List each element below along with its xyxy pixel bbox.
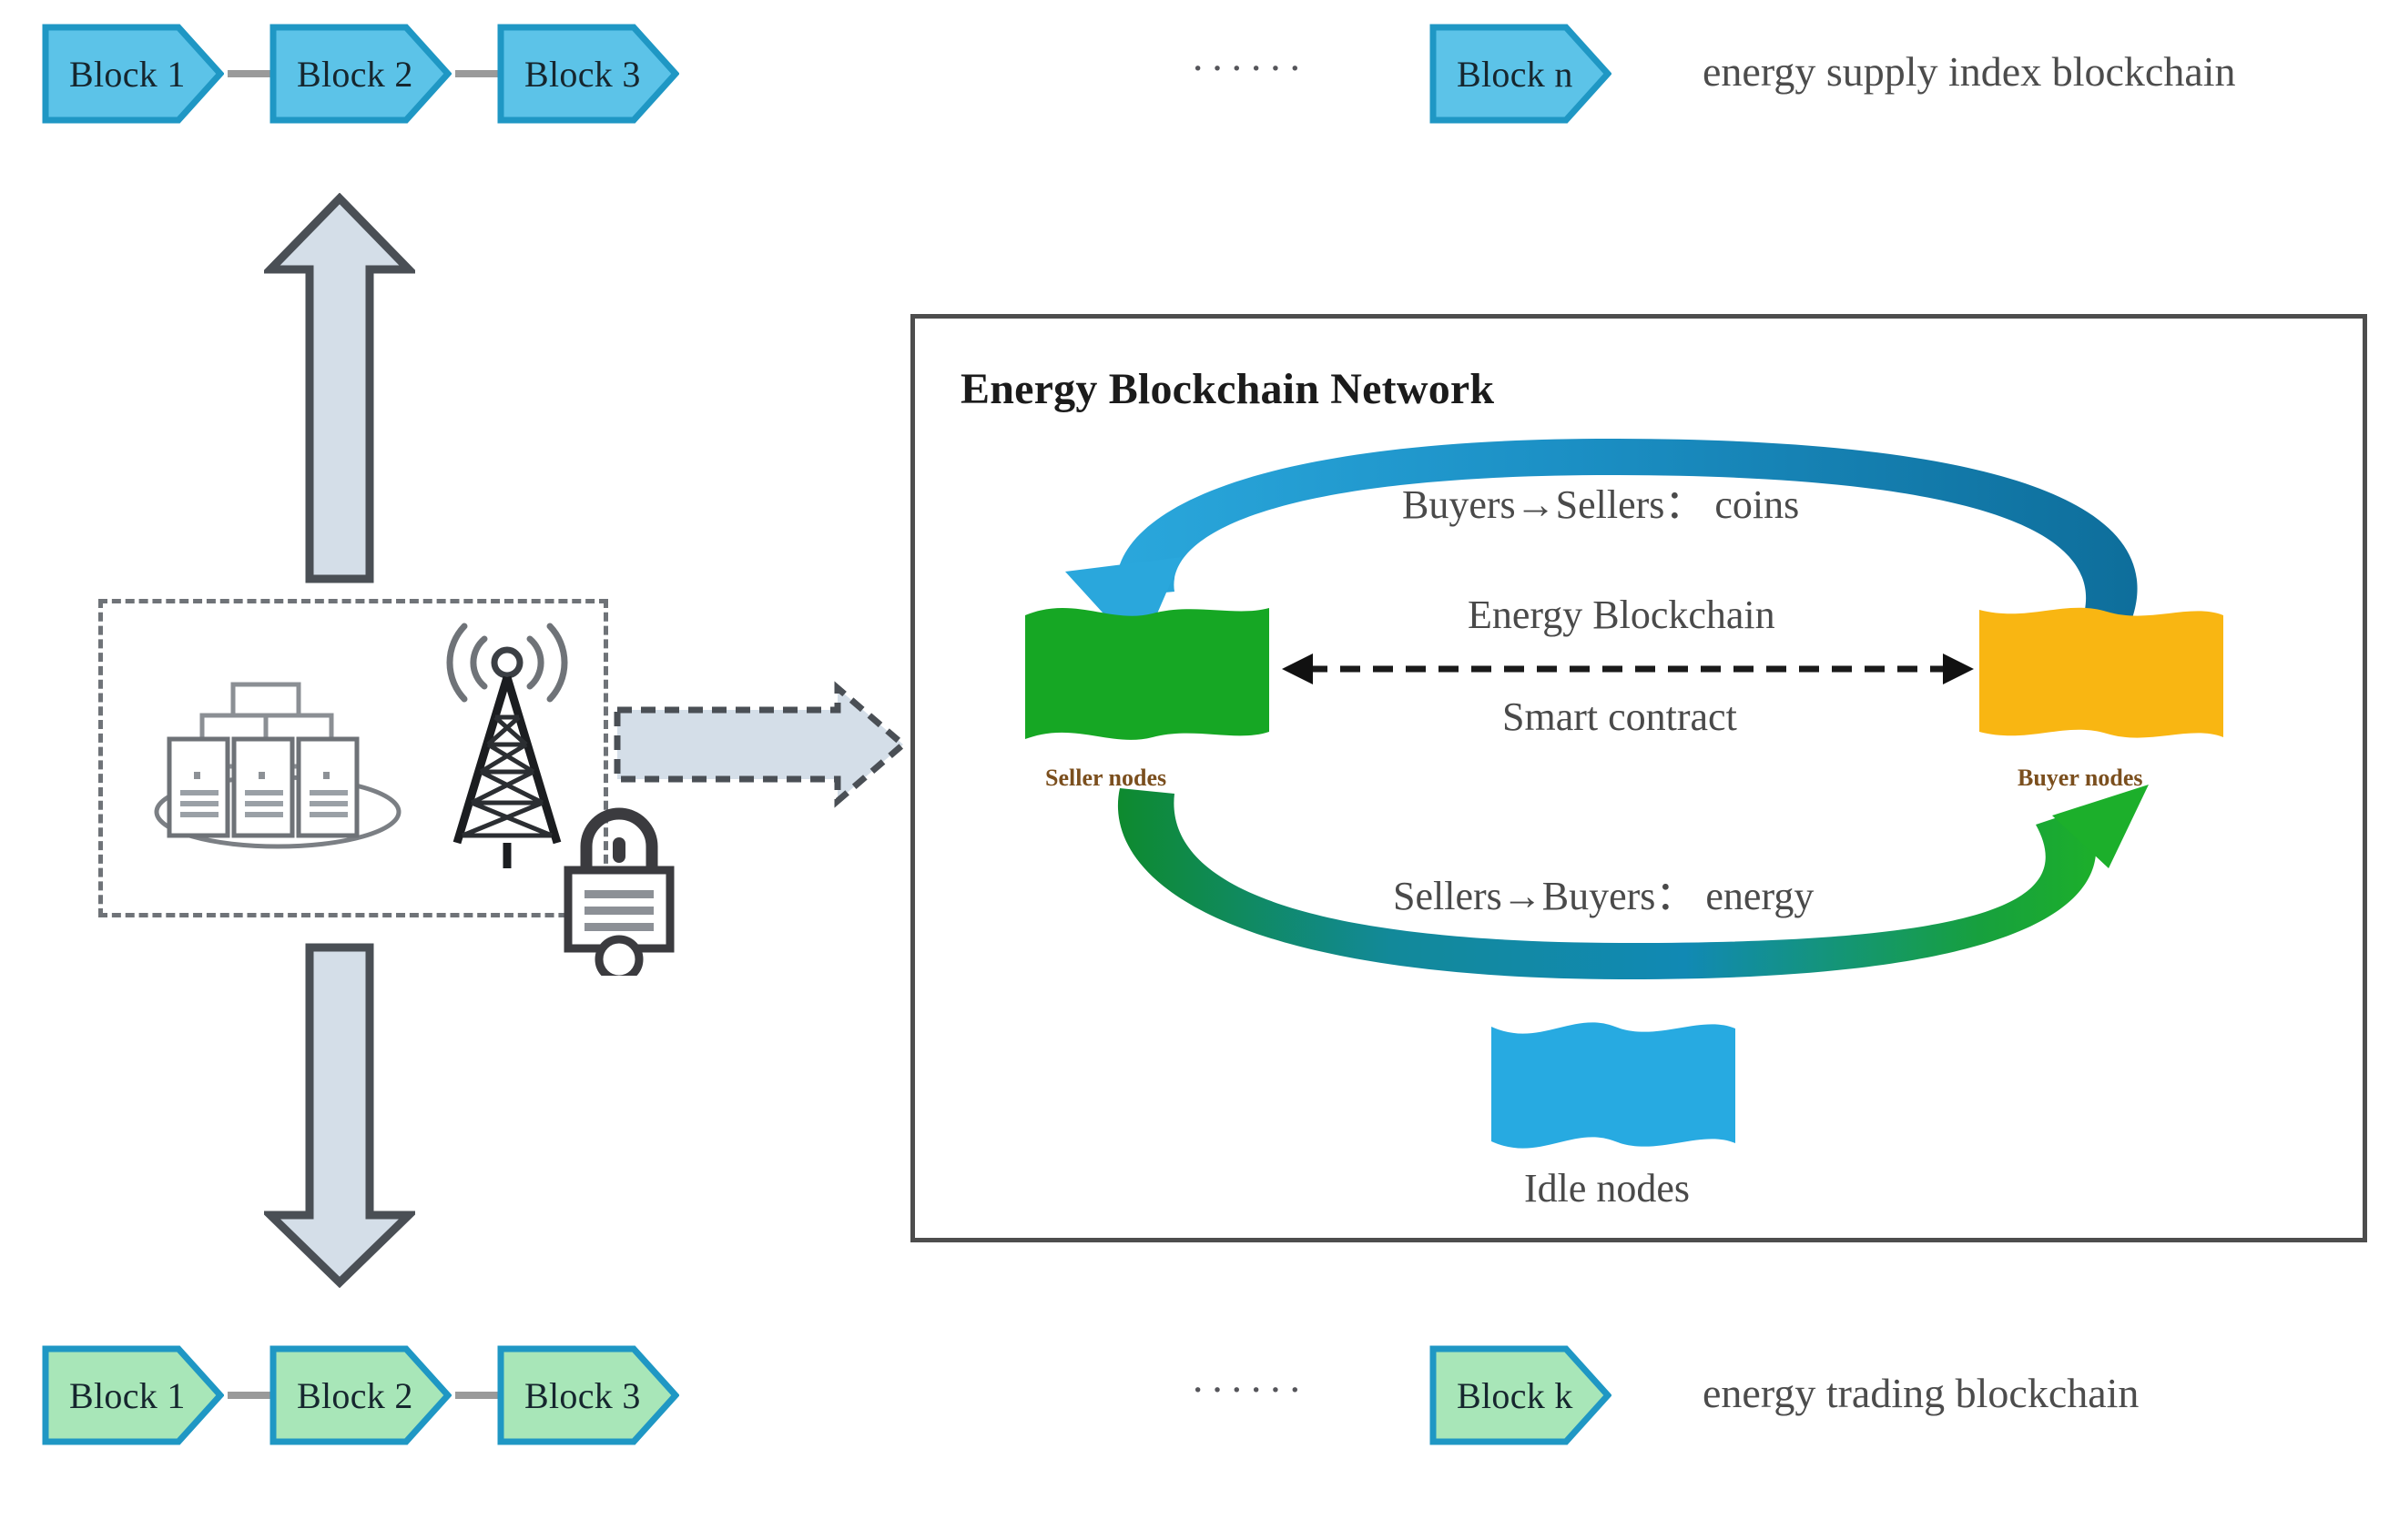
radio-tower-icon [446, 623, 568, 868]
block-hexagon-shape [269, 24, 452, 124]
block-label: Block k [1457, 1374, 1573, 1416]
seller-nodes-caption: Seller nodes [1045, 765, 1167, 791]
supply-chain-title: energy supply index blockchain [1703, 48, 2236, 95]
trading-chain-title: energy trading blockchain [1703, 1370, 2140, 1416]
block-label: Block 2 [297, 1374, 413, 1416]
supply-block-1[interactable]: Block 1 [42, 24, 224, 124]
block-hexagon-shape [497, 24, 679, 124]
sellers-to-buyers-label: Sellers→Buyers： energy [1393, 874, 1815, 918]
supply-block-n[interactable]: Block n [1429, 24, 1611, 124]
block-hexagon-shape [1429, 24, 1611, 124]
block-label: Block 3 [524, 1374, 641, 1416]
buyers-to-sellers-label: Buyers→Sellers： coins [1402, 482, 1800, 527]
block-label: Block 2 [297, 53, 413, 95]
block-label: Block n [1457, 53, 1573, 95]
trading-block-2[interactable]: Block 2 [269, 1345, 452, 1445]
energy-blockchain-network-title: Energy Blockchain Network [961, 365, 1495, 413]
sellers-to-buyers-arc [1117, 785, 2149, 979]
trading-block-1[interactable]: Block 1 [42, 1345, 224, 1445]
block-label: Block 3 [524, 53, 641, 95]
buyer-nodes-caption: Buyer nodes [2018, 765, 2143, 791]
down-arrow [264, 943, 415, 1288]
padlock-icon [564, 807, 675, 976]
device-group-box [98, 599, 608, 917]
idle-node-shape [1491, 1022, 1735, 1149]
energy-blockchain-middle-label: Energy Blockchain [1468, 593, 1775, 637]
block-hexagon-shape [1429, 1345, 1611, 1445]
up-arrow [264, 193, 415, 583]
trading-chain-ellipsis: ······ [1191, 1366, 1307, 1413]
supply-chain-ellipsis: ······ [1191, 45, 1307, 91]
block-hexagon-shape [42, 24, 224, 124]
smart-contract-dashed-arrow [1282, 653, 1974, 684]
idle-nodes-caption: Idle nodes [1524, 1166, 1691, 1211]
smart-contract-middle-label: Smart contract [1502, 694, 1737, 739]
supply-block-3[interactable]: Block 3 [497, 24, 679, 124]
buyers-to-sellers-arc [1065, 439, 2138, 653]
block-hexagon-shape [497, 1345, 679, 1445]
right-arrow [614, 681, 909, 808]
block-hexagon-shape [42, 1345, 224, 1445]
supply-block-2[interactable]: Block 2 [269, 24, 452, 124]
seller-node-shape [1025, 608, 1269, 740]
block-label: Block 1 [69, 1374, 186, 1416]
server-racks-icon [154, 682, 402, 849]
block-label: Block 1 [69, 53, 186, 95]
trading-block-k[interactable]: Block k [1429, 1345, 1611, 1445]
buyer-node-shape [1979, 607, 2223, 738]
block-hexagon-shape [269, 1345, 452, 1445]
trading-block-3[interactable]: Block 3 [497, 1345, 679, 1445]
